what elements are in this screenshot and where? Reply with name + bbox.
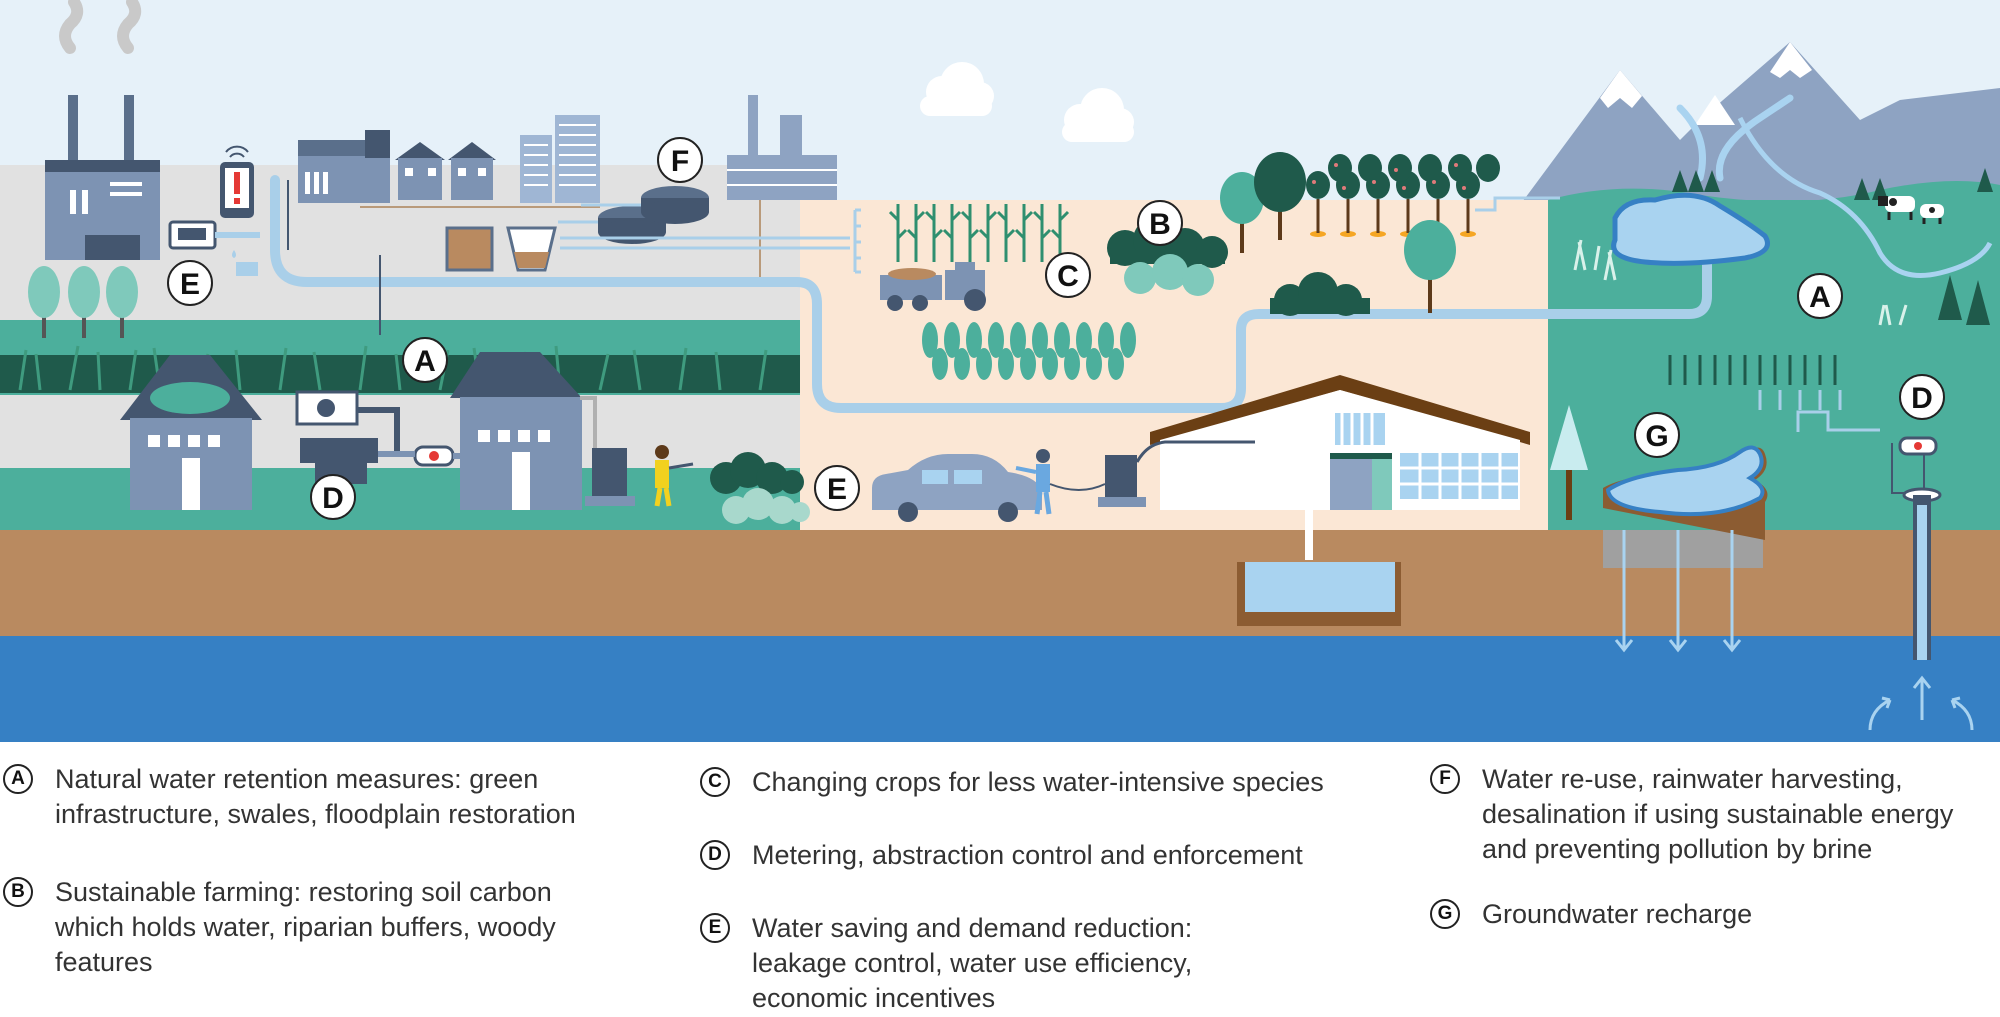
legend-badge-B: B xyxy=(3,877,33,907)
farmhouse xyxy=(1150,375,1530,560)
marker-C: C xyxy=(1045,252,1091,298)
legend-line: and preventing pollution by brine xyxy=(1482,834,1873,864)
legend-line: Water re-use, rainwater harvesting, xyxy=(1482,764,1903,794)
svg-text:D: D xyxy=(322,482,344,515)
marker-E: E xyxy=(814,465,860,511)
legend-item-G: G Groundwater recharge xyxy=(1430,897,1752,932)
legend-text: Water re-use, rainwater harvesting, desa… xyxy=(1482,762,1953,867)
aquifer-layer xyxy=(0,636,2000,742)
legend-badge-D: D xyxy=(700,840,730,870)
legend-text: Sustainable farming: restoring soil carb… xyxy=(55,875,556,980)
legend-item-F: F Water re-use, rainwater harvesting, de… xyxy=(1430,762,1953,867)
car xyxy=(872,454,1042,522)
marker-A: A xyxy=(402,337,448,383)
legend-badge-C: C xyxy=(700,767,730,797)
marker-B: B xyxy=(1137,200,1183,246)
legend-badge-A: A xyxy=(3,764,33,794)
marker-A: A xyxy=(1797,273,1843,319)
wetland-grass xyxy=(1573,239,1908,326)
town xyxy=(298,115,600,208)
marker-E: E xyxy=(167,260,213,306)
legend-line: desalination if using sustainable energy xyxy=(1482,799,1954,829)
legend-line: Groundwater recharge xyxy=(1482,899,1753,929)
water-measures-illustration: F E A D B C E A D G xyxy=(0,0,2000,742)
person-washing-car xyxy=(1015,440,1255,515)
legend-text: Water saving and demand reduction: leaka… xyxy=(752,911,1192,1016)
orchard xyxy=(1220,152,1560,313)
legend-text: Natural water retention measures: green … xyxy=(55,762,576,832)
house xyxy=(120,355,262,510)
legend-line: features xyxy=(55,947,153,977)
bushes xyxy=(710,452,810,524)
cloud xyxy=(1062,88,1134,142)
cow xyxy=(1878,196,1944,224)
legend-line: Water saving and demand reduction: xyxy=(752,913,1193,943)
svg-text:A: A xyxy=(1809,281,1831,314)
legend-line: Metering, abstraction control and enforc… xyxy=(752,840,1303,870)
water-pipe xyxy=(270,175,1712,413)
legend-line: Changing crops for less water-intensive … xyxy=(752,767,1324,797)
legend-line: Sustainable farming: restoring soil carb… xyxy=(55,877,552,907)
legend-badge-E: E xyxy=(700,913,730,943)
svg-text:F: F xyxy=(671,145,689,178)
irrigation-pipes xyxy=(560,208,861,274)
house xyxy=(450,352,635,510)
tractor xyxy=(880,262,986,311)
cloud xyxy=(920,62,994,116)
legend-item-A: A Natural water retention measures: gree… xyxy=(3,762,576,832)
svg-text:E: E xyxy=(827,473,847,506)
corn-field xyxy=(888,204,1070,262)
legend-badge-G: G xyxy=(1430,899,1460,929)
legend-item-D: D Metering, abstraction control and enfo… xyxy=(700,838,1303,873)
forest xyxy=(1672,168,1993,325)
water-meter-icon xyxy=(168,220,260,276)
sprinkler xyxy=(1758,390,1880,432)
legend-line: Natural water retention measures: green xyxy=(55,764,539,794)
rainwater-tank xyxy=(1237,562,1401,626)
legend-line: which holds water, riparian buffers, woo… xyxy=(55,912,556,942)
marker-D: D xyxy=(310,474,356,520)
lake xyxy=(1611,94,1993,278)
marker-D: D xyxy=(1899,374,1945,420)
groundwater-well xyxy=(1868,436,1974,731)
legend-badge-F: F xyxy=(1430,764,1460,794)
crop-rows xyxy=(1668,355,1837,385)
tree xyxy=(1550,405,1588,520)
factory xyxy=(45,0,160,260)
svg-text:E: E xyxy=(180,268,200,301)
svg-text:B: B xyxy=(1149,208,1171,241)
mountains xyxy=(1520,42,2000,205)
person-cleaning xyxy=(654,445,694,507)
svg-text:G: G xyxy=(1645,420,1668,453)
legend-text: Changing crops for less water-intensive … xyxy=(752,765,1324,800)
legend-line: infrastructure, swales, floodplain resto… xyxy=(55,799,576,829)
svg-text:D: D xyxy=(1911,382,1933,415)
smartphone-alert-icon xyxy=(220,145,254,218)
lettuce-field xyxy=(922,322,1136,380)
legend-text: Groundwater recharge xyxy=(1482,897,1752,932)
legend-line: economic incentives xyxy=(752,983,996,1013)
trees xyxy=(28,266,138,338)
power-plant xyxy=(530,49,837,286)
recharge-basin xyxy=(1603,445,1768,653)
legend: A Natural water retention measures: gree… xyxy=(0,742,2000,1017)
legend-line: leakage control, water use efficiency, xyxy=(752,948,1193,978)
legend-item-E: E Water saving and demand reduction: lea… xyxy=(700,911,1192,1016)
svg-text:A: A xyxy=(414,345,436,378)
legend-text: Metering, abstraction control and enforc… xyxy=(752,838,1303,873)
svg-text:C: C xyxy=(1057,260,1079,293)
legend-item-B: B Sustainable farming: restoring soil ca… xyxy=(3,875,556,980)
marker-F: F xyxy=(657,137,703,183)
legend-item-C: C Changing crops for less water-intensiv… xyxy=(700,765,1324,800)
marker-G: G xyxy=(1634,412,1680,458)
